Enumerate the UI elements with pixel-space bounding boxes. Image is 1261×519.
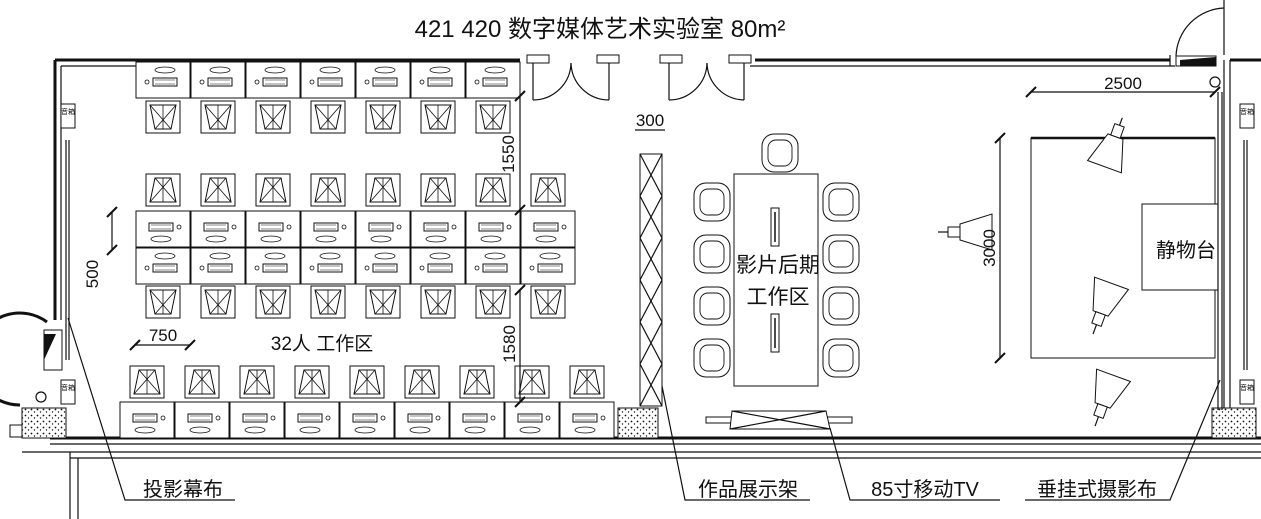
- office-chair: [459, 365, 495, 399]
- workstation-desk: [119, 401, 175, 439]
- workstation-desk: [190, 247, 246, 285]
- office-chair: [569, 365, 605, 399]
- column: [617, 407, 659, 439]
- left-door: [0, 311, 63, 438]
- workstation-desk: [355, 247, 411, 285]
- office-chair: [420, 285, 456, 319]
- office-chair: [365, 173, 401, 207]
- workstation-desk: [300, 61, 356, 99]
- dim-2500: 2500: [1104, 74, 1142, 93]
- workstation-desk: [465, 61, 521, 99]
- workstation-desk: [174, 401, 230, 439]
- workstation-desk: [355, 61, 411, 99]
- workstation-desk: [465, 247, 521, 285]
- office-chair: [420, 100, 456, 134]
- workstation-desk: [300, 210, 356, 248]
- office-chair: [475, 100, 511, 134]
- office-chair: [420, 173, 456, 207]
- workstation-desk: [245, 61, 301, 99]
- tv-label: 85寸移动TV: [871, 478, 979, 501]
- office-chair: [310, 100, 346, 134]
- office-chair: [530, 173, 566, 207]
- workstation-desk: [394, 401, 450, 439]
- workstation-desk: [410, 61, 466, 99]
- workstation-desk: [245, 247, 301, 285]
- speaker-label: 音箱: [1240, 383, 1254, 392]
- workstation-desk: [559, 401, 615, 439]
- doors: [520, 54, 755, 101]
- speaker-label: 音箱: [61, 107, 75, 116]
- speaker-label: 音箱: [61, 383, 75, 392]
- workstation-desk: [190, 61, 246, 99]
- speaker-label: 音箱: [1240, 107, 1254, 116]
- office-chair: [310, 173, 346, 207]
- office-chair: [255, 285, 291, 319]
- workstation-desk: [449, 401, 505, 439]
- office-chair: [404, 365, 440, 399]
- dim-1580: 1580: [500, 325, 519, 363]
- office-chair: [145, 100, 181, 134]
- office-chair: [200, 285, 236, 319]
- office-chair: [365, 100, 401, 134]
- office-chair: [365, 285, 401, 319]
- workstation-desk: [520, 247, 576, 285]
- office-chair: [239, 365, 275, 399]
- dim-500: 500: [83, 260, 102, 288]
- office-chair: [145, 285, 181, 319]
- office-chair: [145, 173, 181, 207]
- leader-lines: [67, 317, 1221, 501]
- post-area-label-1: 影片后期: [736, 254, 820, 277]
- workstation-desk: [245, 210, 301, 248]
- dim-1550: 1550: [499, 135, 518, 173]
- workstation-desk: [190, 210, 246, 248]
- column: [21, 407, 67, 439]
- workstation-desk: [135, 61, 191, 99]
- office-chair: [475, 173, 511, 207]
- backdrop-label: 垂挂式摄影布: [1037, 478, 1157, 501]
- office-chair: [475, 285, 511, 319]
- office-chair: [255, 173, 291, 207]
- display-rack-label: 作品展示架: [698, 478, 798, 501]
- office-chair: [200, 173, 236, 207]
- speaker-box: 音箱 音箱 音箱 音箱: [60, 103, 1255, 405]
- workstation-desk: [339, 401, 395, 439]
- workstation-desk: [410, 210, 466, 248]
- photo-studio: [938, 92, 1248, 427]
- office-chair: [294, 365, 330, 399]
- workstation-desk: [520, 210, 576, 248]
- workstation-desk: [135, 210, 191, 248]
- workstation-desk: [135, 247, 191, 285]
- office-chair: [129, 365, 165, 399]
- workstation-desk: [410, 247, 466, 285]
- workstation-desk: [229, 401, 285, 439]
- meeting-table: [693, 133, 860, 387]
- column: [1211, 407, 1257, 439]
- workstation-area: [119, 61, 615, 439]
- screen-label: 投影幕布: [143, 478, 223, 501]
- work-area-label: 32人 工作区: [271, 333, 373, 355]
- dimensions: [106, 86, 1221, 408]
- office-chair: [200, 100, 236, 134]
- post-area-label-2: 工作区: [747, 286, 810, 309]
- workstation-desk: [300, 247, 356, 285]
- dim-750: 750: [149, 326, 177, 345]
- dim-300: 300: [636, 111, 664, 130]
- page-title: 421 420 数字媒体艺术实验室 80m²: [415, 16, 786, 43]
- office-chair: [255, 100, 291, 134]
- workstation-desk: [504, 401, 560, 439]
- display-rack: [639, 153, 663, 407]
- workstation-desk: [465, 210, 521, 248]
- workstation-desk: [284, 401, 340, 439]
- office-chair: [184, 365, 220, 399]
- still-table-label: 静物台: [1156, 239, 1216, 262]
- workstation-desk: [355, 210, 411, 248]
- office-chair: [349, 365, 385, 399]
- mobile-tv: [705, 410, 853, 430]
- office-chair: [530, 285, 566, 319]
- dim-3000: 3000: [980, 229, 999, 267]
- office-chair: [310, 285, 346, 319]
